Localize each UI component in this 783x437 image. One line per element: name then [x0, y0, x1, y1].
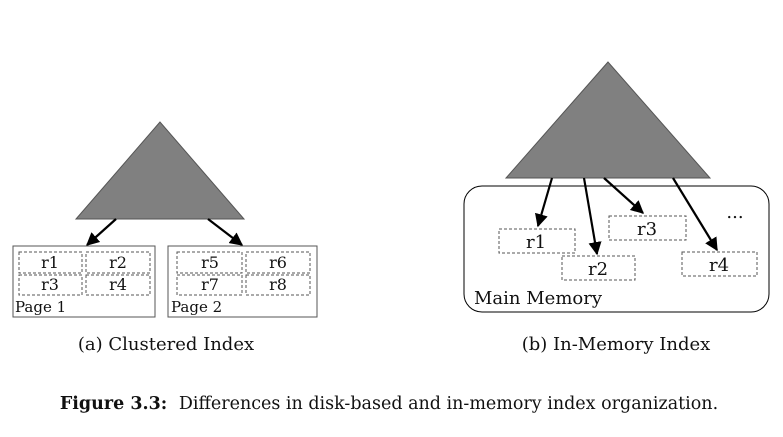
page-1: r1 r2 r3 r4 Page 1	[12, 245, 156, 318]
in-memory-caption: (b) In-Memory Index	[522, 334, 711, 355]
memory-record-box	[561, 255, 636, 281]
record-label: r4	[109, 275, 127, 294]
memory-record-box	[498, 228, 576, 254]
page-label: Page 2	[171, 298, 222, 316]
page-label: Page 1	[15, 298, 66, 316]
record-slot	[85, 274, 151, 296]
page-2: r5 r6 r7 r8 Page 2	[167, 245, 318, 318]
record-slot	[245, 274, 311, 296]
figure-caption: Figure 3.3: Differences in disk-based an…	[60, 394, 718, 414]
memory-record-box	[608, 215, 687, 241]
memory-arrow-r4	[672, 177, 718, 252]
record-label: r3	[41, 275, 59, 294]
record-label: r6	[269, 253, 287, 272]
memory-record-label: r2	[588, 259, 608, 280]
memory-arrow-r2	[582, 177, 602, 256]
main-memory-container	[463, 185, 770, 313]
page-2-box	[167, 245, 318, 318]
memory-arrow-r1	[534, 177, 554, 228]
in-memory-index-panel: r1 r2 r3 r4 ... Main Memory (b) In-Memor…	[463, 61, 770, 355]
record-label: r5	[201, 253, 219, 272]
record-slot	[176, 251, 243, 274]
record-label: r2	[109, 253, 127, 272]
memory-arrow-r3	[603, 177, 644, 214]
memory-record-label: r3	[637, 219, 657, 240]
memory-record-label: r1	[526, 232, 546, 253]
ellipsis: ...	[726, 202, 743, 223]
figure-caption-text: Differences in disk-based and in-memory …	[179, 394, 718, 414]
clustered-arrow-page1	[86, 218, 117, 246]
clustered-tree-triangle	[74, 121, 246, 220]
clustered-index-panel: r1 r2 r3 r4 Page 1 r5 r6 r7 r8 Page 2 (a…	[12, 121, 318, 355]
memory-record-label: r4	[709, 255, 729, 276]
record-slot	[85, 251, 151, 274]
figure-caption-label: Figure 3.3:	[60, 394, 167, 414]
in-memory-tree-triangle	[504, 61, 712, 179]
record-label: r1	[41, 253, 59, 272]
record-slot	[18, 251, 83, 274]
page-1-box	[12, 245, 156, 318]
record-label: r8	[269, 275, 287, 294]
record-slot	[245, 251, 311, 274]
clustered-caption: (a) Clustered Index	[78, 334, 254, 355]
main-memory-label: Main Memory	[474, 288, 603, 309]
record-slot	[176, 274, 243, 296]
clustered-arrow-page2	[207, 218, 244, 246]
record-slot	[18, 274, 83, 296]
memory-record-box	[681, 251, 758, 277]
record-label: r7	[201, 275, 219, 294]
